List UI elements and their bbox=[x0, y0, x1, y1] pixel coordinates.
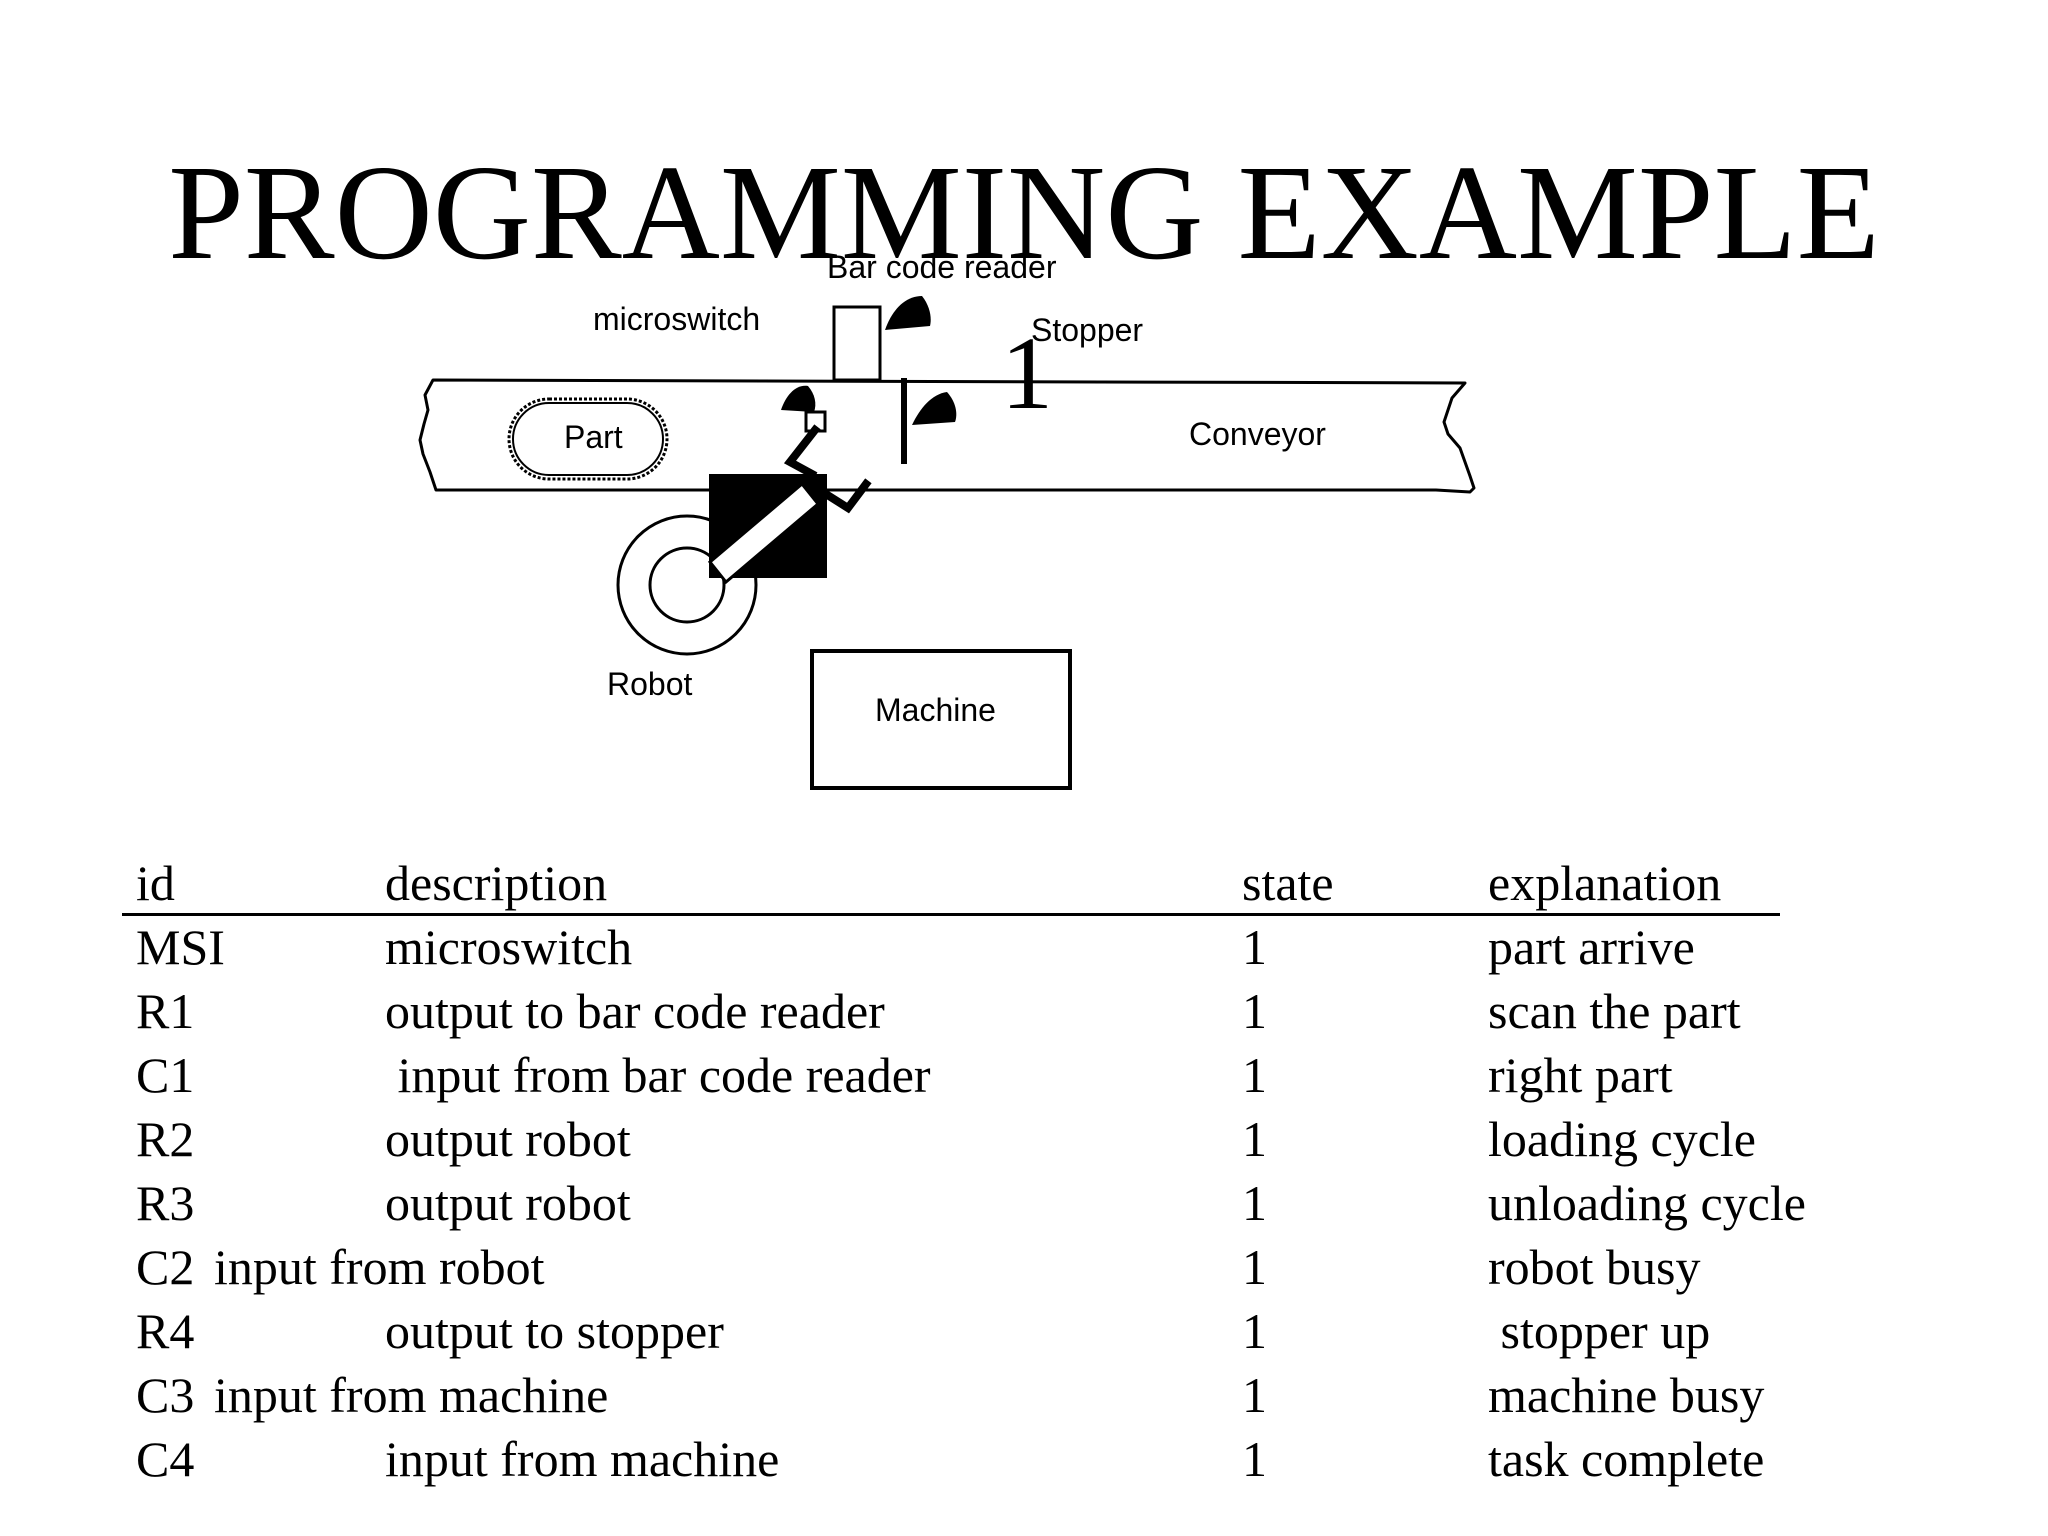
reader-sensor-icon bbox=[885, 296, 931, 330]
part-shape bbox=[507, 397, 669, 481]
robot-base-inner bbox=[648, 546, 726, 624]
label-machine: Machine bbox=[875, 692, 996, 728]
label-stopper: Stopper bbox=[1031, 312, 1143, 348]
label-microswitch: microswitch bbox=[593, 301, 760, 337]
machine-box bbox=[810, 649, 1072, 790]
stopper-bar bbox=[901, 378, 907, 464]
stopper-sensor-icon bbox=[912, 392, 957, 425]
label-bar-code-reader: Bar code reader bbox=[827, 249, 1057, 285]
bar-code-reader bbox=[832, 305, 882, 382]
slide-title: PROGRAMMING EXAMPLE bbox=[168, 138, 1880, 288]
stopper-mark: 1 bbox=[1001, 316, 1053, 431]
microswitch-sensor-icon bbox=[781, 385, 816, 412]
robot-gripper-upper bbox=[783, 424, 821, 480]
robot-arm bbox=[707, 481, 821, 585]
label-conveyor: Conveyor bbox=[1189, 416, 1326, 452]
label-part: Part bbox=[564, 419, 623, 455]
label-robot: Robot bbox=[607, 666, 693, 702]
robot-gripper-lower bbox=[804, 478, 872, 514]
conveyor-belt bbox=[418, 378, 1476, 494]
